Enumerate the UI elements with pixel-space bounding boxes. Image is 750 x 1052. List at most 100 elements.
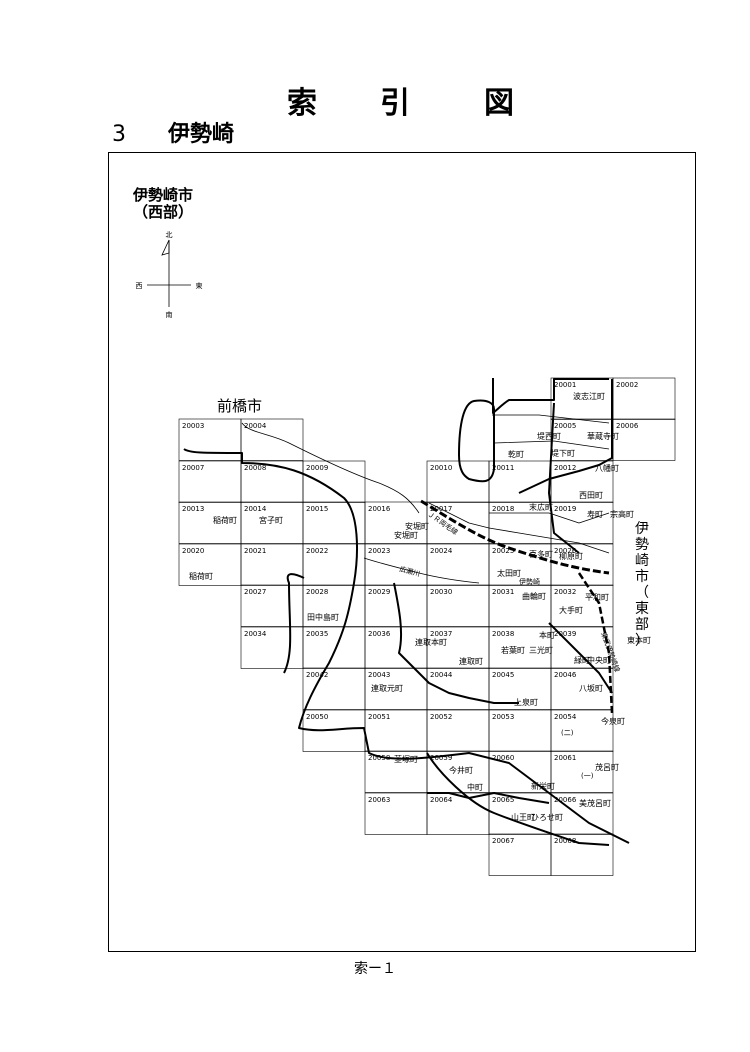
boundary-line xyxy=(548,402,580,554)
sheet-number: 20053 xyxy=(492,713,514,721)
town-label: 本町 xyxy=(539,630,555,640)
town-label: 茂呂町 xyxy=(595,762,619,772)
sheet-number: 20042 xyxy=(306,671,328,679)
sheet-number: 20068 xyxy=(554,837,576,845)
boundary-line xyxy=(393,582,519,704)
town-label: 八坂町 xyxy=(579,683,603,693)
town-label: 安堀町 xyxy=(394,530,418,540)
sheet-number: 20023 xyxy=(368,547,390,555)
sheet-number: 20063 xyxy=(368,796,390,804)
sheet-number: 20013 xyxy=(182,505,204,513)
compass-north: 北 xyxy=(166,231,173,239)
town-label: 宗高町 xyxy=(610,509,634,519)
town-label: 宮子町 xyxy=(259,515,283,525)
railway-line xyxy=(420,499,610,575)
neighbor-east-label: 崎 xyxy=(635,553,649,569)
town-label: 今井町 xyxy=(449,765,473,775)
boundary-line xyxy=(427,792,550,804)
sheet-number: 20028 xyxy=(306,588,328,596)
sheet-number: 20008 xyxy=(244,464,266,472)
sheet-number: 20024 xyxy=(430,547,453,555)
town-label: 田中島町 xyxy=(307,612,339,622)
area-title: 伊勢崎市 （西部） xyxy=(133,187,193,221)
town-label: 山王町 xyxy=(511,812,535,822)
sheet-number: 20051 xyxy=(368,713,390,721)
grid-cell xyxy=(550,584,614,627)
town-label: 太田町 xyxy=(497,568,521,578)
district-mark: (一) xyxy=(581,772,594,780)
sheet-number: 20015 xyxy=(306,505,328,513)
neighbor-east-label: 市 xyxy=(635,568,649,585)
title-char: 引 xyxy=(380,86,410,121)
title-char: 索 xyxy=(287,86,317,121)
page-footer: 索ー１ xyxy=(354,961,396,977)
town-label: 波志江町 xyxy=(573,391,605,401)
town-label: 若葉町 xyxy=(501,645,525,655)
grid-cell xyxy=(550,667,614,710)
neighbor-east-label: 部 xyxy=(635,617,649,633)
grid-cell xyxy=(550,501,614,544)
sheet-number: 20016 xyxy=(368,505,391,513)
town-label: 堤下町 xyxy=(551,448,575,458)
town-label: 緑町 xyxy=(574,655,590,665)
grid-cell xyxy=(550,792,614,835)
boundary-line xyxy=(283,573,305,674)
town-label: ひろせ町 xyxy=(531,813,563,822)
town-label: 新栄町 xyxy=(531,781,555,791)
town-label: 今泉町 xyxy=(601,716,625,726)
sheet-number: 20059 xyxy=(430,754,452,762)
sheet-number: 20014 xyxy=(244,505,267,513)
north-arrow-icon xyxy=(161,239,170,256)
sheet-number: 20036 xyxy=(368,630,391,638)
sheet-number: 20018 xyxy=(492,505,514,513)
sheet-number: 20058 xyxy=(368,754,390,762)
sheet-number: 20035 xyxy=(306,630,328,638)
town-label: 東本町 xyxy=(627,635,651,645)
road-line xyxy=(492,414,610,424)
sheet-number: 20019 xyxy=(554,505,576,513)
sheet-number: 20007 xyxy=(182,464,204,472)
grid-cell xyxy=(550,626,614,669)
sheet-number: 20017 xyxy=(430,505,452,513)
page-title: 索 引 図 xyxy=(0,84,750,124)
road-line xyxy=(241,422,420,514)
grid-cell xyxy=(240,418,304,461)
sheet-number: 20005 xyxy=(554,422,576,430)
sheet-number: 20003 xyxy=(182,422,204,430)
area-subtitle: （西部） xyxy=(133,203,194,221)
sheet-number: 20025 xyxy=(492,547,514,555)
compass-west: 西 xyxy=(136,282,143,290)
sheet-number: 20026 xyxy=(554,547,577,555)
sheet-number: 20021 xyxy=(244,547,266,555)
sheet-number: 20004 xyxy=(244,422,267,430)
town-label: 柳原町 xyxy=(559,551,583,561)
town-label: 中央町 xyxy=(587,655,611,665)
road-line xyxy=(489,512,610,524)
town-label: 平和町 xyxy=(585,593,609,602)
town-label: 西田町 xyxy=(579,491,603,500)
sheet-number: 20054 xyxy=(554,713,577,721)
grid-cell xyxy=(302,460,366,503)
sheet-number: 20038 xyxy=(492,630,514,638)
railway-line xyxy=(577,572,614,714)
town-label: 連取町 xyxy=(459,656,483,666)
sheet-number: 20031 xyxy=(492,588,514,596)
road-line xyxy=(428,502,610,554)
grid-cell xyxy=(550,750,614,793)
sheet-number: 20030 xyxy=(430,588,452,596)
sheet-number: 20037 xyxy=(430,630,452,638)
sheet-number: 20045 xyxy=(492,671,514,679)
grid-cell xyxy=(550,833,614,876)
compass-east: 東 xyxy=(196,281,203,290)
section-title: 伊勢崎 xyxy=(168,122,235,147)
road-line xyxy=(363,557,480,584)
neighbor-east-label: 東 xyxy=(635,601,649,617)
sheet-number: 20034 xyxy=(244,630,267,638)
river-label: 広瀬川 xyxy=(398,564,421,578)
neighbor-west-label: 前橋市 xyxy=(217,397,262,415)
sheet-number: 20010 xyxy=(430,464,452,472)
town-label: 三光町 xyxy=(529,645,553,655)
neighbor-east-label: ） xyxy=(635,633,649,649)
